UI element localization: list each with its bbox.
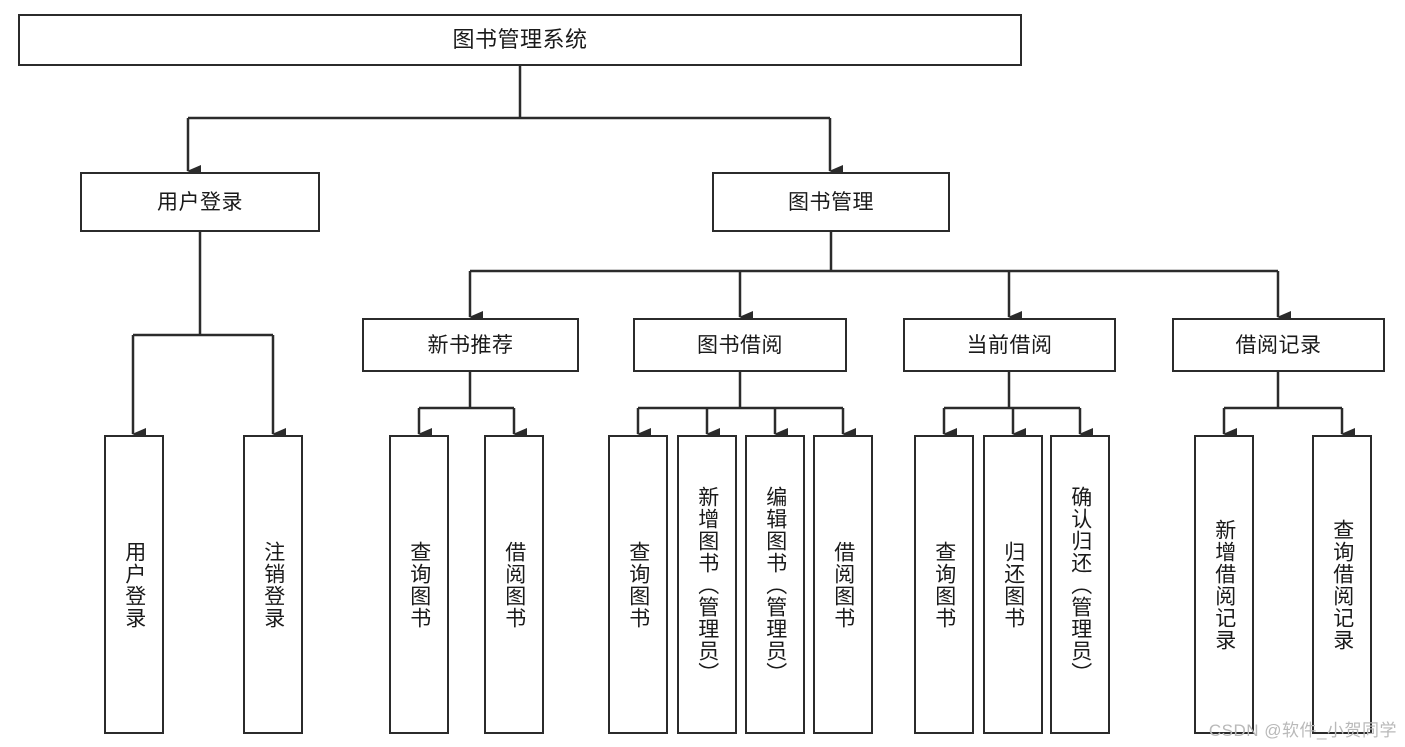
node-leaf-1[interactable]: 注销登录: [243, 435, 303, 734]
node-label: 借阅图书: [831, 540, 855, 629]
node-leaf-7[interactable]: 借阅图书: [813, 435, 873, 734]
node-level2-1[interactable]: 图书管理: [712, 172, 950, 232]
node-label: 查询图书: [407, 540, 431, 629]
node-label: 新书推荐: [427, 333, 514, 357]
node-label: 借阅图书: [502, 540, 526, 629]
node-label: 确认归还（管理员）: [1068, 485, 1092, 684]
node-level3-2[interactable]: 当前借阅: [903, 318, 1116, 372]
node-label: 图书借阅: [697, 333, 783, 357]
node-label: 图书管理系统: [452, 27, 588, 52]
node-label: 归还图书: [1001, 540, 1025, 629]
node-label: 新增借阅记录: [1212, 518, 1236, 651]
watermark-label: CSDN @软件_小贺同学: [1208, 721, 1397, 740]
node-leaf-5[interactable]: 新增图书（管理员）: [677, 435, 737, 734]
node-level3-0[interactable]: 新书推荐: [362, 318, 579, 372]
node-label: 查询借阅记录: [1330, 518, 1354, 651]
node-leaf-4[interactable]: 查询图书: [608, 435, 668, 734]
node-leaf-0[interactable]: 用户登录: [104, 435, 164, 734]
connector-lines: [131, 66, 1355, 440]
node-label: 编辑图书（管理员）: [763, 485, 787, 684]
node-label: 查询图书: [932, 540, 956, 629]
node-label: 图书管理: [788, 190, 874, 214]
node-level3-3[interactable]: 借阅记录: [1172, 318, 1385, 372]
node-label: 注销登录: [261, 540, 285, 629]
node-leaf-6[interactable]: 编辑图书（管理员）: [745, 435, 805, 734]
node-label: 查询图书: [626, 540, 650, 629]
node-label: 用户登录: [122, 540, 146, 629]
node-leaf-11[interactable]: 新增借阅记录: [1194, 435, 1254, 734]
node-root-0[interactable]: 图书管理系统: [18, 14, 1022, 66]
node-leaf-12[interactable]: 查询借阅记录: [1312, 435, 1372, 734]
node-leaf-9[interactable]: 归还图书: [983, 435, 1043, 734]
node-label: 借阅记录: [1235, 333, 1322, 357]
node-leaf-8[interactable]: 查询图书: [914, 435, 974, 734]
node-level2-0[interactable]: 用户登录: [80, 172, 320, 232]
node-label: 新增图书（管理员）: [695, 485, 719, 684]
node-level3-1[interactable]: 图书借阅: [633, 318, 847, 372]
node-leaf-3[interactable]: 借阅图书: [484, 435, 544, 734]
node-label: 用户登录: [157, 190, 243, 214]
node-leaf-10[interactable]: 确认归还（管理员）: [1050, 435, 1110, 734]
node-leaf-2[interactable]: 查询图书: [389, 435, 449, 734]
node-label: 当前借阅: [966, 333, 1053, 357]
